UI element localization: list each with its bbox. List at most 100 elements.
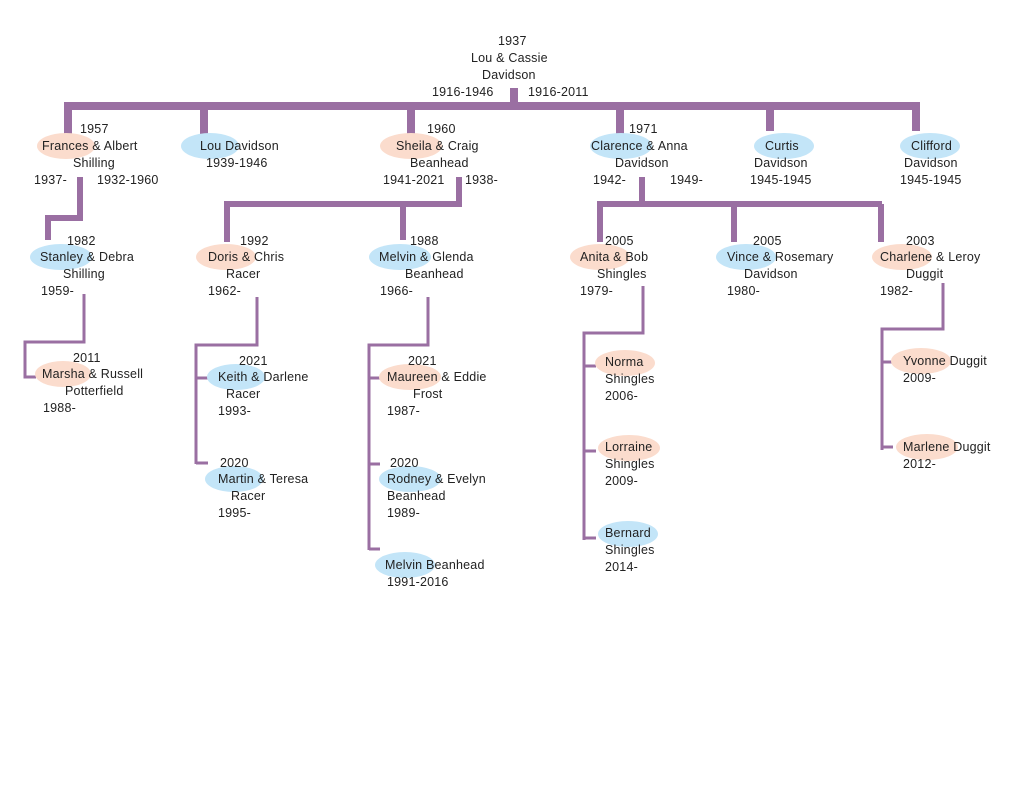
- dates: 1962-: [208, 284, 241, 298]
- person-name: Curtis: [765, 139, 799, 153]
- dates-right: 1938-: [465, 173, 498, 187]
- surname: Racer: [231, 489, 266, 503]
- gen2-connectors: [23, 283, 945, 551]
- female-highlight: [570, 244, 630, 270]
- marriage-year: 2005: [605, 234, 634, 248]
- dates: 1995-: [218, 506, 251, 520]
- couple-names: Charlene & Leroy: [880, 250, 981, 264]
- dates: 1988-: [43, 401, 76, 415]
- dates: 1982-: [880, 284, 913, 298]
- dates: 1945-1945: [750, 173, 812, 187]
- marriage-year: 2020: [390, 456, 419, 470]
- person-name: Lou Davidson: [200, 139, 279, 153]
- couple-names: Vince & Rosemary: [727, 250, 834, 264]
- couple-names: Maureen & Eddie: [387, 370, 487, 384]
- couple-names: Stanley & Debra: [40, 250, 135, 264]
- surname: Shingles: [605, 543, 655, 557]
- couple-names: Doris & Chris: [208, 250, 285, 264]
- marriage-year: 1957: [80, 122, 109, 136]
- dates: 1991-2016: [387, 575, 449, 589]
- male-highlight: [590, 133, 652, 159]
- male-highlight: [205, 466, 263, 492]
- couple-names: Melvin & Glenda: [379, 250, 474, 264]
- male-highlight: [30, 244, 92, 270]
- surname: Potterfield: [65, 384, 124, 398]
- root-connector: [64, 88, 920, 134]
- couple-names: Lou & Cassie: [471, 51, 548, 65]
- dates: 1945-1945: [900, 173, 962, 187]
- marriage-year: 1971: [629, 122, 658, 136]
- dates-right: 1949-: [670, 173, 703, 187]
- couple-names: Rodney & Evelyn: [387, 472, 486, 486]
- female-highlight: [196, 244, 256, 270]
- person-name: Clifford: [911, 139, 952, 153]
- male-highlight: [900, 133, 960, 159]
- dates: 2014-: [605, 560, 638, 574]
- couple-names: Sheila & Craig: [396, 139, 479, 153]
- dates: 1987-: [387, 404, 420, 418]
- surname: Davidson: [615, 156, 669, 170]
- surname: Davidson: [754, 156, 808, 170]
- dates: 1979-: [580, 284, 613, 298]
- marriage-year: 1982: [67, 234, 96, 248]
- marriage-year: 1937: [498, 34, 527, 48]
- surname: Davidson: [904, 156, 958, 170]
- surname: Beanhead: [405, 267, 464, 281]
- surname: Shingles: [605, 457, 655, 471]
- dates: 1966-: [380, 284, 413, 298]
- person-name: Yvonne Duggit: [903, 354, 987, 368]
- surname: Shingles: [605, 372, 655, 386]
- couple-names: Anita & Bob: [580, 250, 649, 264]
- marriage-year: 2021: [408, 354, 437, 368]
- female-highlight: [37, 133, 95, 159]
- surname: Racer: [226, 267, 261, 281]
- surname: Shilling: [63, 267, 105, 281]
- surname: Davidson: [744, 267, 798, 281]
- female-highlight: [872, 244, 932, 270]
- marriage-year: 1988: [410, 234, 439, 248]
- marriage-year: 1960: [427, 122, 456, 136]
- gen1-connectors: [45, 177, 884, 242]
- female-highlight: [35, 361, 91, 387]
- male-highlight: [181, 133, 239, 159]
- couple-names: Clarence & Anna: [591, 139, 688, 153]
- couple-names: Frances & Albert: [42, 139, 138, 153]
- person-name: Bernard: [605, 526, 651, 540]
- dates: 2009-: [903, 371, 936, 385]
- couple-names: Martin & Teresa: [218, 472, 309, 486]
- surname: Frost: [413, 387, 443, 401]
- surname: Duggit: [906, 267, 944, 281]
- surname: Shingles: [597, 267, 647, 281]
- male-highlight: [598, 521, 658, 547]
- couple-names: Marsha & Russell: [42, 367, 144, 381]
- couple-names: Keith & Darlene: [218, 370, 309, 384]
- dates: 1989-: [387, 506, 420, 520]
- surname: Racer: [226, 387, 261, 401]
- marriage-year: 2021: [239, 354, 268, 368]
- dates-left: 1941-2021: [383, 173, 445, 187]
- dates: 2006-: [605, 389, 638, 403]
- surname: Shilling: [73, 156, 115, 170]
- female-highlight: [598, 435, 660, 461]
- female-highlight: [379, 364, 441, 390]
- dates: 2009-: [605, 474, 638, 488]
- marriage-year: 2003: [906, 234, 935, 248]
- marriage-year: 1992: [240, 234, 269, 248]
- female-highlight: [891, 348, 951, 374]
- marriage-year: 2020: [220, 456, 249, 470]
- female-highlight: [380, 133, 442, 159]
- dates-left: 1942-: [593, 173, 626, 187]
- person-name: Norma: [605, 355, 644, 369]
- surname: Davidson: [482, 68, 536, 82]
- dates: 2012-: [903, 457, 936, 471]
- dates: 1980-: [727, 284, 760, 298]
- marriage-year: 2005: [753, 234, 782, 248]
- male-highlight: [369, 244, 431, 270]
- male-highlight: [375, 552, 435, 578]
- female-highlight: [896, 434, 958, 460]
- person-name: Marlene Duggit: [903, 440, 991, 454]
- dates-right: 1932-1960: [97, 173, 159, 187]
- male-highlight: [207, 364, 265, 390]
